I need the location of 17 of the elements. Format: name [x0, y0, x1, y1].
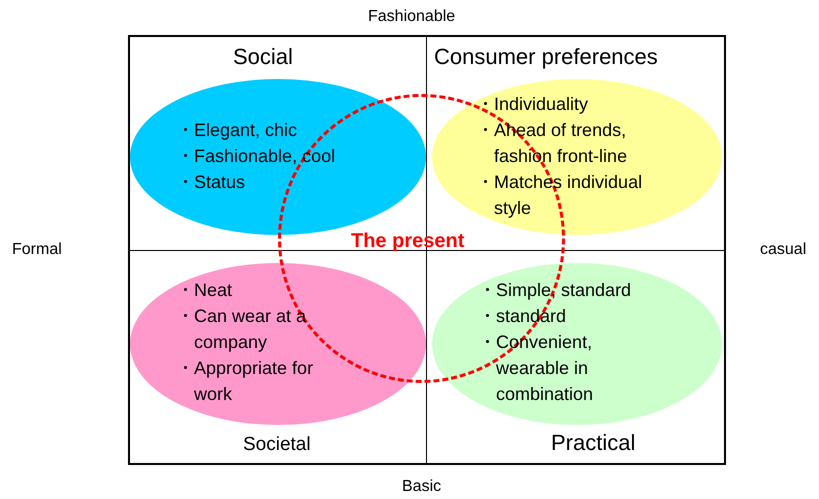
bullet-item: Elegant, chic	[194, 119, 298, 142]
bullet-item: Appropriate for work	[194, 357, 314, 406]
bullet-item: standard	[496, 305, 568, 328]
axis-label: Fashionable	[368, 8, 456, 26]
axis-label: Formal	[12, 241, 62, 259]
bullet-item: Neat	[194, 279, 234, 302]
bullet-item: Status	[194, 171, 246, 194]
axis-label: Basic	[402, 478, 442, 496]
quadrant-title: Social	[233, 44, 293, 70]
bullet-item: Fashionable, cool	[194, 145, 336, 168]
quadrant-title: Consumer preferences	[434, 44, 658, 70]
bullet-item: Simple, standard	[496, 279, 632, 302]
quadrant-title: Societal	[243, 434, 311, 456]
bullet-item: Matches individual style	[494, 171, 644, 220]
quadrant-title: Practical	[551, 430, 636, 456]
bullet-item: Individuality	[494, 93, 590, 116]
axis-label: casual	[760, 241, 806, 259]
